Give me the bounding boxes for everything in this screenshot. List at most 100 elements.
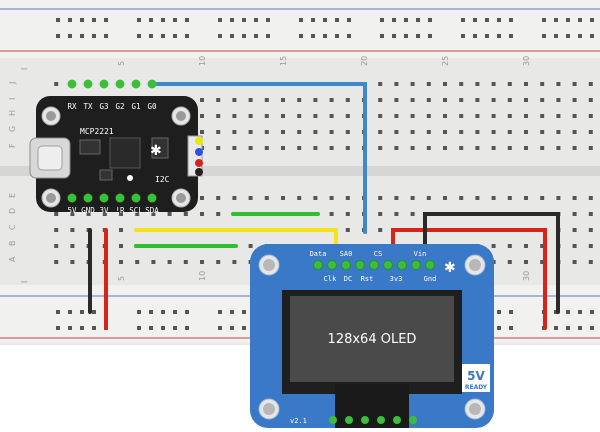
breadboard-hole [410,146,415,150]
rail-hole [497,18,501,22]
breadboard-hole [313,130,318,134]
qtpy-pin-top [99,79,109,89]
rail-hole [299,34,303,38]
qtpy-pin-label: G2 [115,102,124,111]
rail-hole [161,326,165,330]
breadboard-hole [475,114,480,118]
breadboard-hole [443,114,447,118]
rail-hole [380,18,384,22]
row-letter: H [8,110,17,116]
breadboard-hole [588,244,593,248]
breadboard-hole [410,114,415,118]
rail-hole [554,326,558,330]
rail-hole [149,18,153,22]
oled-pin [369,260,379,270]
breadboard-hole [588,260,593,264]
rail-hole [218,34,222,38]
rail-hole [497,326,501,330]
rail-hole [137,34,141,38]
rail-hole [68,34,72,38]
breadboard-hole [588,212,593,216]
breadboard-hole [200,114,204,118]
row-letter: A [8,256,17,262]
svg-text:READY: READY [465,384,488,391]
breadboard-hole [426,196,431,200]
rail-hole [230,18,234,22]
breadboard-hole [378,196,383,200]
oled-pin-label: DC [344,275,352,283]
rail-hole [185,34,189,38]
column-number: 5 [117,276,126,281]
breadboard-hole [556,196,561,200]
column-number: 20 [360,56,369,66]
breadboard-hole [297,146,302,150]
breadboard-hole [345,228,350,232]
qtpy-pin-bottom [83,193,93,203]
rail-hole [230,310,234,314]
oled-bottom-pad [377,416,385,424]
breadboard-hole [281,146,285,150]
oled-bottom-pad [409,416,417,424]
breadboard-hole [540,98,545,102]
oled-pin [355,260,365,270]
5v-ready-badge [462,364,490,392]
breadboard-hole [507,260,512,264]
breadboard-hole [102,212,107,216]
oled-pin [341,260,351,270]
rail-hole [428,18,432,22]
rail-hole [380,34,384,38]
rail-hole [80,326,84,330]
rail-hole [554,34,558,38]
rail-hole [392,18,396,22]
rail-hole [590,326,594,330]
rail-hole [56,326,60,330]
rail-hole [254,18,258,22]
qtpy-pin-bottom [99,193,109,203]
breadboard-hole [216,196,221,200]
rail-hole [242,34,246,38]
rail-hole [104,18,108,22]
breadboard-hole [507,244,512,248]
column-number: 10 [198,56,207,66]
rail-hole [392,34,396,38]
qtpy-pin-bottom [67,193,77,203]
row-letter: E [8,193,17,198]
oled-pin [397,260,407,270]
oled-bottom-pad [393,416,401,424]
breadboard-hole [329,114,334,118]
rail-hole [161,34,165,38]
breadboard-hole [540,244,545,248]
rail-hole [218,326,222,330]
breadboard-hole [507,130,512,134]
rail-hole [80,18,84,22]
rail-hole [185,18,189,22]
breadboard-hole [329,98,334,102]
breadboard-hole [183,212,188,216]
breadboard-hole [329,196,334,200]
oled-bottom-pad [329,416,337,424]
rail-hole [590,34,594,38]
breadboard-hole [70,212,75,216]
rail-hole [473,18,477,22]
breadboard-hole [313,114,318,118]
breadboard-hole [491,114,496,118]
rail-hole [92,18,96,22]
breadboard-hole [119,260,123,264]
breadboard-hole [491,82,496,86]
breadboard-hole [313,196,318,200]
rail-hole [242,18,246,22]
rail-hole [566,18,570,22]
breadboard-hole [443,98,447,102]
breadboard-hole [167,212,172,216]
qtpy-pin-label: SCL [129,206,143,215]
oled-pin-label: Clk [324,275,337,283]
breadboard-hole [524,82,528,86]
breadboard-hole [281,130,285,134]
breadboard-hole [556,114,561,118]
qtpy-pin-top [67,79,77,89]
breadboard-hole [426,146,431,150]
